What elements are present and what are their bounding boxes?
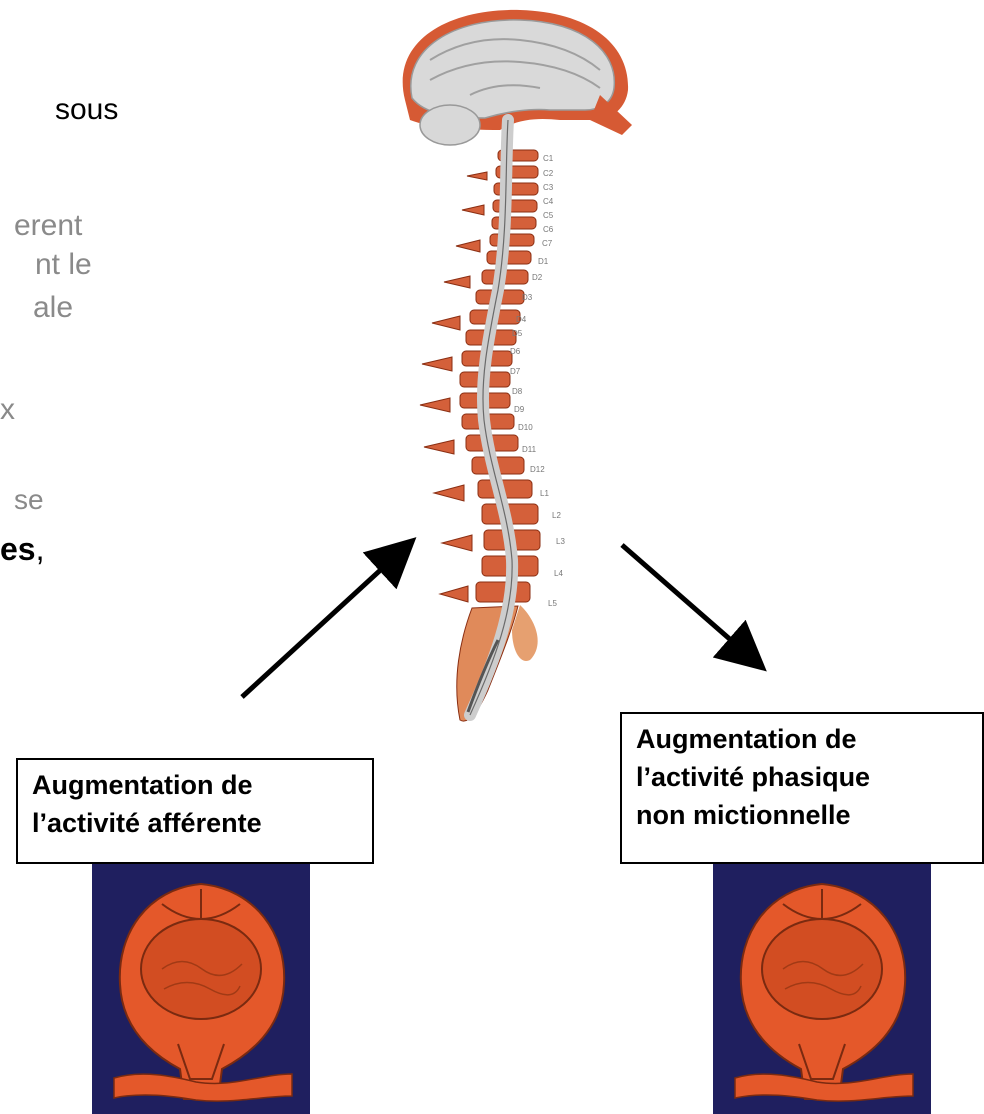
spine-label-d2: D2 [532,274,542,282]
spine-label-d8: D8 [512,388,522,396]
bladder-image-right [713,864,931,1114]
label-afferent-line1: Augmentation de [32,766,358,804]
spine-label-d5: D5 [512,330,522,338]
spine-label-d1: D1 [538,258,548,266]
label-phasic-line3: non mictionnelle [636,796,968,834]
spine-label-l1: L1 [540,490,549,498]
label-afferent-line2: l’activité afférente [32,804,358,842]
bladder-image-left [92,864,310,1114]
spine-label-c6: C6 [543,226,553,234]
spine-label-d10: D10 [518,424,533,432]
spine-label-c3: C3 [543,184,553,192]
spine-label-l5: L5 [548,600,557,608]
spine-label-d11: D11 [522,446,536,454]
spine-label-d9: D9 [514,406,524,414]
spine-label-d6: D6 [510,348,520,356]
spine-label-l2: L2 [552,512,561,520]
label-phasic-line2: l’activité phasique [636,758,968,796]
arrow-afferent [242,554,398,697]
label-afferent-activity: Augmentation de l’activité afférente [16,758,374,864]
spine-label-c7: C7 [542,240,552,248]
spine-label-l4: L4 [554,570,563,578]
spine-label-l3: L3 [556,538,565,546]
label-phasic-activity: Augmentation de l’activité phasique non … [620,712,984,864]
spine-label-d4: D4 [516,316,526,324]
spine-label-c1: C1 [543,155,553,163]
spine-label-d7: D7 [510,368,520,376]
label-phasic-line1: Augmentation de [636,720,968,758]
arrow-efferent [622,545,748,655]
spine-label-d12: D12 [530,466,545,474]
spine-label-c2: C2 [543,170,553,178]
spine-label-d3: D3 [522,294,532,302]
spine-label-c4: C4 [543,198,553,206]
spine-label-c5: C5 [543,212,553,220]
